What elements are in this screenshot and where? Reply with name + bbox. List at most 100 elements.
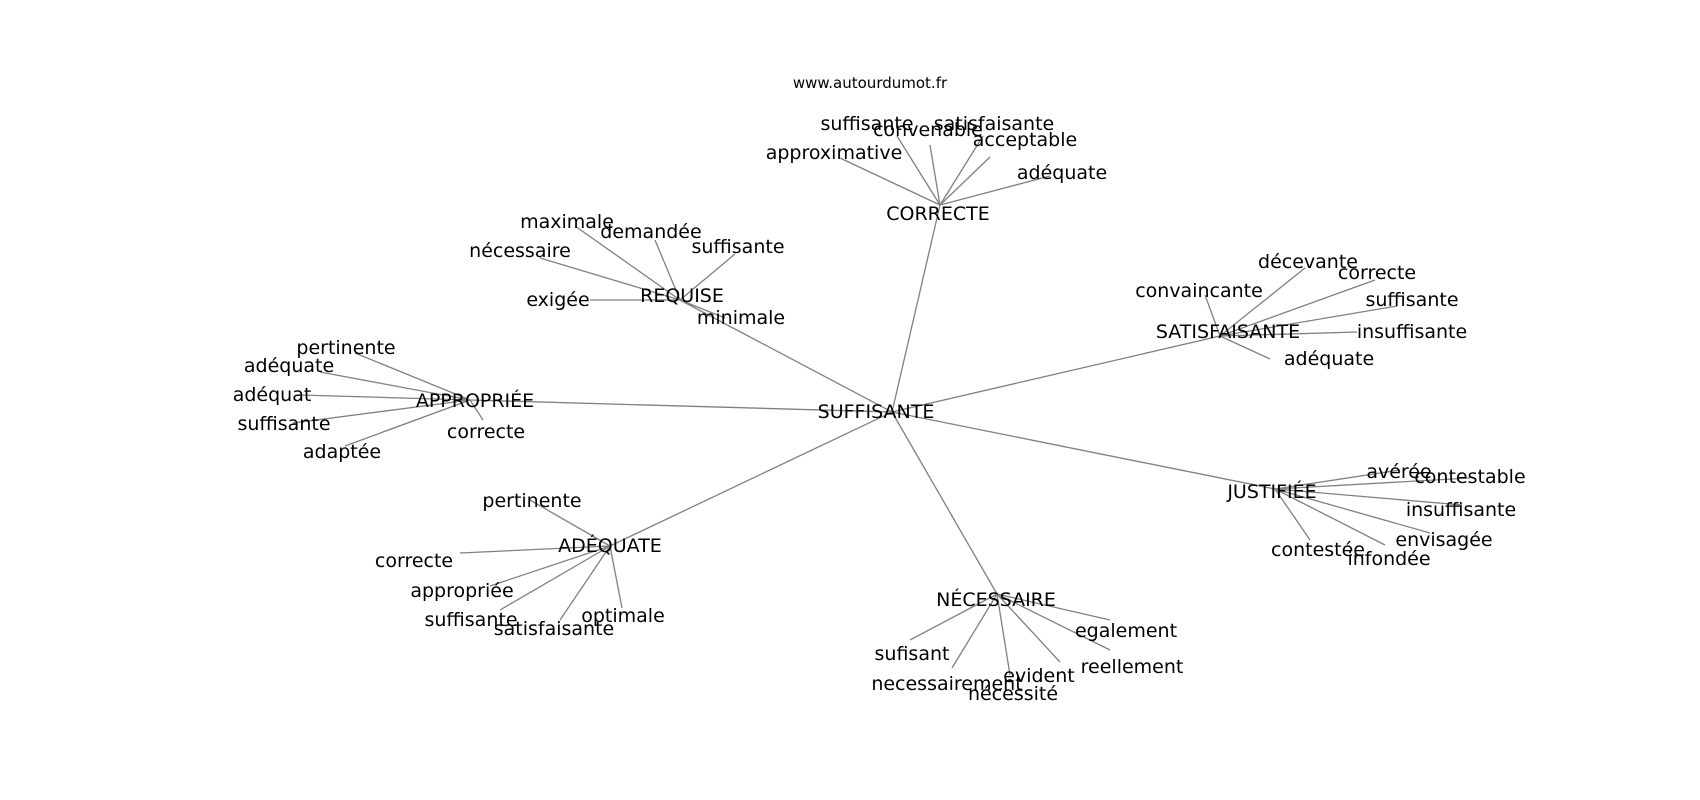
edge-hub-to-leaf	[299, 394, 471, 401]
leaf-word[interactable]: exigée	[526, 289, 589, 311]
edge-hub-to-leaf	[539, 257, 681, 301]
leaf-word[interactable]: contestée	[1271, 539, 1365, 561]
edge-hub-to-leaf	[559, 545, 611, 621]
edge-hub-to-leaf	[996, 593, 1011, 676]
leaf-word[interactable]: pertinente	[482, 490, 581, 512]
edge-hub-to-leaf	[939, 135, 984, 206]
leaf-word[interactable]: appropriée	[410, 580, 513, 602]
edge-hub-to-leaf	[469, 399, 484, 421]
leaf-word[interactable]: necessairement	[871, 673, 1022, 695]
edge-hub-to-leaf	[939, 175, 1051, 206]
leaf-word[interactable]: reellement	[1081, 656, 1184, 678]
leaf-word[interactable]: demandée	[600, 221, 701, 243]
leaf-word[interactable]: nécessaire	[469, 240, 571, 262]
leaf-word[interactable]: convenable	[873, 119, 983, 141]
edge-hub-to-leaf	[459, 545, 611, 554]
edge-hub-to-leaf	[1219, 335, 1271, 360]
edge-hub-to-leaf	[1219, 267, 1306, 337]
leaf-word[interactable]: convaincante	[1135, 280, 1263, 302]
edge-hub-to-leaf	[1274, 469, 1401, 490]
edge-hub-to-leaf	[1204, 294, 1221, 337]
leaf-word[interactable]: correcte	[1338, 262, 1416, 284]
leaf-word[interactable]: suffisante	[820, 113, 913, 135]
leaf-word[interactable]: satisfaisante	[494, 618, 615, 640]
hub-word[interactable]: CORRECTE	[886, 203, 990, 225]
leaf-word[interactable]: suffisante	[424, 609, 517, 631]
center-word[interactable]: SUFFISANTE	[818, 401, 935, 423]
edge-hub-to-leaf	[1219, 305, 1398, 337]
leaf-word[interactable]: insuffisante	[1357, 321, 1467, 343]
hub-word[interactable]: SATISFAISANTE	[1156, 321, 1300, 343]
edge-hub-to-leaf	[896, 135, 941, 206]
edge-center-to-hub	[891, 204, 941, 413]
edge-center-to-hub	[609, 411, 893, 547]
edge-hub-to-leaf	[679, 253, 736, 301]
site-watermark: www.autourdumot.fr	[793, 74, 948, 92]
edge-hub-to-leaf	[1274, 488, 1463, 506]
edge-center-to-hub	[679, 299, 893, 413]
edge-hub-to-leaf	[574, 225, 681, 301]
edge-hub-to-leaf	[1274, 477, 1471, 490]
hub-word[interactable]: REQUISE	[640, 285, 724, 307]
leaf-word[interactable]: correcte	[447, 421, 525, 443]
edge-hub-to-leaf	[996, 593, 1111, 651]
leaf-word[interactable]: contestable	[1414, 466, 1525, 488]
edge-hub-to-leaf	[1274, 488, 1311, 541]
leaf-word[interactable]: sufisant	[875, 643, 950, 665]
leaf-word[interactable]: adéquate	[1284, 348, 1374, 370]
edge-hub-to-leaf	[499, 545, 611, 611]
leaf-word[interactable]: infondée	[1347, 548, 1430, 570]
hub-word[interactable]: APPROPRIÉE	[416, 389, 534, 412]
edge-hub-to-leaf	[354, 352, 471, 401]
edge-hub-to-leaf	[839, 157, 941, 206]
edge-hub-to-leaf	[489, 545, 611, 587]
edge-center-to-hub	[469, 399, 893, 413]
leaf-word[interactable]: satisfaisante	[934, 113, 1055, 135]
edge-hub-to-leaf	[996, 593, 1111, 621]
leaf-word[interactable]: suffisante	[1365, 289, 1458, 311]
leaf-word[interactable]: acceptable	[973, 129, 1077, 151]
leaf-word[interactable]: maximale	[520, 211, 614, 233]
hub-word[interactable]: JUSTIFIÉE	[1226, 480, 1316, 503]
leaf-word[interactable]: minimale	[697, 307, 785, 329]
edge-hub-to-leaf	[654, 239, 681, 301]
edge-hub-to-leaf	[996, 593, 1061, 663]
graph-edges	[292, 135, 1471, 676]
edge-hub-to-leaf	[679, 299, 726, 319]
leaf-word[interactable]: avérée	[1366, 461, 1431, 483]
leaf-word[interactable]: optimale	[581, 605, 665, 627]
leaf-word[interactable]: décevante	[1258, 251, 1358, 273]
edge-hub-to-leaf	[529, 499, 611, 547]
leaf-word[interactable]: suffisante	[691, 236, 784, 258]
leaf-word[interactable]: adéquat	[233, 384, 312, 406]
edge-hub-to-leaf	[319, 371, 471, 401]
edge-hub-to-leaf	[1274, 488, 1431, 534]
leaf-word[interactable]: nécessité	[968, 683, 1058, 705]
leaf-word[interactable]: adéquate	[244, 355, 334, 377]
leaf-word[interactable]: pertinente	[296, 337, 395, 359]
leaf-word[interactable]: approximative	[766, 142, 903, 164]
leaf-word[interactable]: adéquate	[1017, 162, 1107, 184]
edge-hub-to-leaf	[344, 399, 471, 447]
edge-center-to-hub	[891, 411, 998, 595]
edge-hub-to-leaf	[939, 156, 991, 206]
edge-center-to-hub	[891, 335, 1221, 413]
leaf-word[interactable]: insuffisante	[1406, 499, 1516, 521]
edge-hub-to-leaf	[909, 593, 998, 641]
leaf-word[interactable]: evident	[1003, 665, 1074, 687]
edge-center-to-hub	[891, 411, 1276, 490]
edge-hub-to-leaf	[1274, 488, 1386, 546]
leaf-word[interactable]: adaptée	[303, 441, 381, 463]
edge-hub-to-leaf	[929, 144, 941, 206]
edge-hub-to-leaf	[292, 399, 471, 424]
leaf-word[interactable]: egalement	[1075, 620, 1177, 642]
leaf-word[interactable]: envisagée	[1395, 529, 1492, 551]
edge-hub-to-leaf	[1219, 279, 1376, 337]
hub-word[interactable]: ADÉQUATE	[558, 534, 662, 557]
leaf-word[interactable]: suffisante	[237, 413, 330, 435]
leaf-word[interactable]: correcte	[375, 550, 453, 572]
edge-hub-to-leaf	[951, 593, 998, 669]
hub-word[interactable]: NÉCESSAIRE	[936, 588, 1056, 611]
